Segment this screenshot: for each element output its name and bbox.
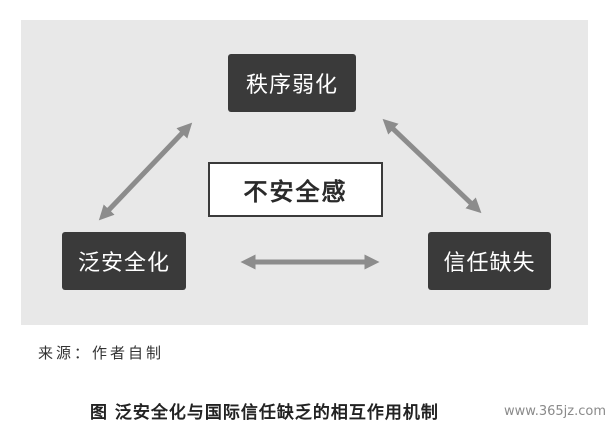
node-pan-securitization: 泛安全化: [62, 232, 186, 290]
node-trust-deficit: 信任缺失: [428, 232, 551, 290]
center-insecurity-box: 不安全感: [208, 162, 383, 217]
node-order-weakening: 秩序弱化: [228, 54, 356, 112]
site-watermark: www.365jz.com: [504, 404, 606, 419]
arrow-top-left: [98, 122, 193, 221]
figure-caption: 图 泛安全化与国际信任缺乏的相互作用机制: [90, 403, 439, 423]
source-note: 来源：作者自制: [38, 344, 165, 362]
arrow-top-right: [382, 118, 482, 214]
